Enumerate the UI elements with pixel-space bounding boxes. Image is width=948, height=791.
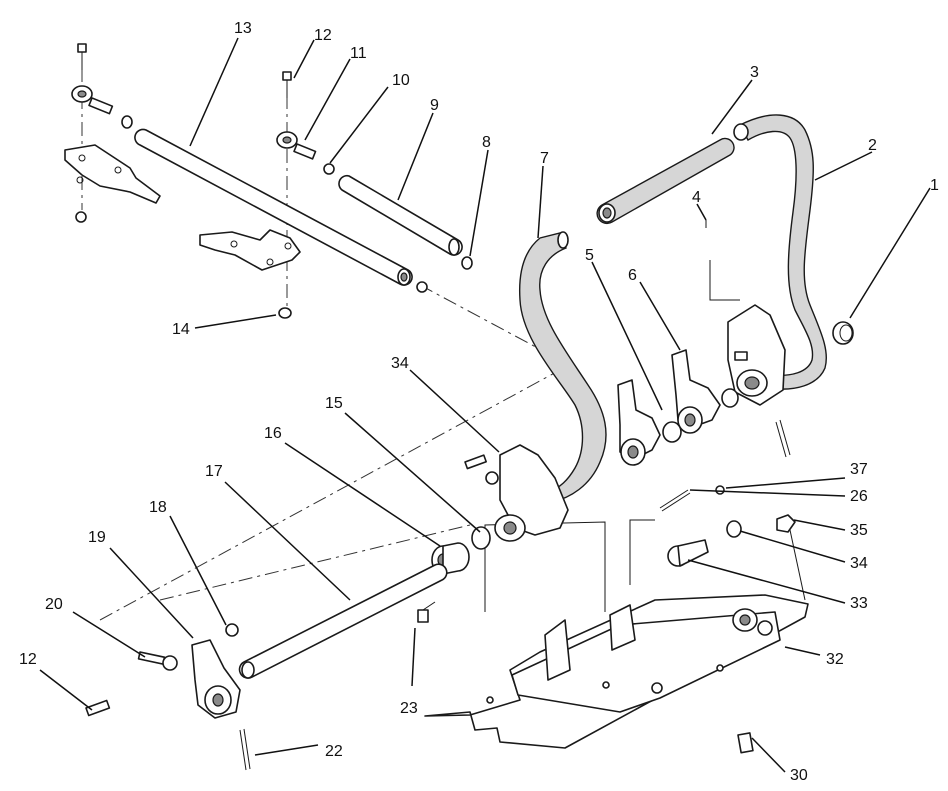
part-19-arm: [85, 623, 251, 771]
part-16-bushing: [431, 542, 470, 575]
callout-9: 9: [430, 97, 439, 114]
callout-20: 20: [45, 596, 63, 613]
callout-5: 5: [585, 247, 594, 264]
part-17-shaft: [238, 563, 448, 679]
part-13-long-tube: [134, 128, 413, 286]
callout-17: 17: [205, 463, 223, 480]
callout-7: 7: [540, 150, 549, 167]
left-pedal-bracket: [464, 444, 569, 550]
callout-12-bottom: 12: [19, 651, 37, 668]
callout-18: 18: [149, 499, 167, 516]
callout-1: 1: [930, 177, 939, 194]
callout-6: 6: [628, 267, 637, 284]
callout-15: 15: [325, 395, 343, 412]
callout-14: 14: [172, 321, 190, 338]
part-9-short-tube: [338, 174, 463, 256]
part-7-pedal-arm: [518, 231, 607, 503]
callout-34-top: 34: [391, 355, 409, 372]
callout-16: 16: [264, 425, 282, 442]
callout-33: 33: [850, 595, 868, 612]
assembly-centerlines: [81, 68, 806, 621]
callout-12-top: 12: [314, 27, 332, 44]
callout-4: 4: [692, 189, 701, 206]
callout-22: 22: [325, 743, 343, 760]
right-pedal-bracket: [705, 220, 791, 458]
callout-30: 30: [790, 767, 808, 784]
upper-left-bracket: [64, 144, 301, 271]
callout-32: 32: [826, 651, 844, 668]
part-1-cap: [832, 321, 854, 345]
callout-labels: 1 2 3 4 5 6 7 8 9 10 11 12 13 14 34 15 1…: [19, 20, 939, 784]
callout-2: 2: [868, 137, 877, 154]
callout-26: 26: [850, 488, 868, 505]
callout-19: 19: [88, 529, 106, 546]
part-6-lever: [671, 349, 739, 495]
callout-8: 8: [482, 134, 491, 151]
callout-37: 37: [850, 461, 868, 478]
part-3-foot-bar: [596, 137, 735, 225]
part-23-bolt: [417, 601, 436, 623]
callout-34-bottom: 34: [850, 555, 868, 572]
part-32-base-plate: [424, 594, 809, 749]
callout-10: 10: [392, 72, 410, 89]
leader-lines: [39, 37, 931, 773]
part-5-lever: [617, 379, 682, 466]
callout-11: 11: [350, 45, 367, 62]
callout-13: 13: [234, 20, 252, 37]
callout-35: 35: [850, 522, 868, 539]
callout-23: 23: [400, 700, 418, 717]
callout-3: 3: [750, 64, 759, 81]
shaft-spacer-group: [659, 489, 796, 754]
fasteners-top-left: [71, 43, 473, 319]
